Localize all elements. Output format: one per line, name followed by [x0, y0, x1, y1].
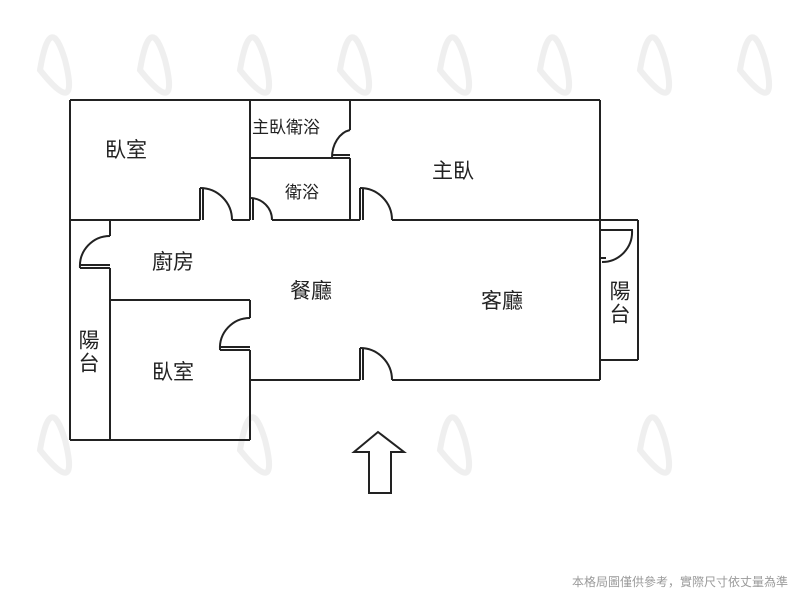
disclaimer-text: 本格局圖僅供參考，實際尺寸依丈量為準 [571, 575, 788, 589]
room-label-living: 客廳 [481, 289, 523, 313]
door-bedroom-sw [218, 316, 251, 351]
door-bedroom-nw [199, 187, 233, 221]
room-label-dining: 餐廳 [290, 279, 332, 303]
room-label-master-bedroom: 主臥 [432, 159, 474, 183]
room-label-bedroom-nw: 臥室 [105, 138, 147, 162]
room-label-balcony-west: 陽台 [76, 329, 100, 375]
up-arrow-icon [351, 430, 407, 494]
walls [69, 99, 639, 441]
door-bathroom [249, 197, 273, 221]
door-master-bedroom [359, 187, 393, 221]
door-west-balcony [78, 234, 111, 269]
doors [78, 129, 634, 381]
room-label-bedroom-sw: 臥室 [152, 360, 194, 384]
room-label-balcony-east: 陽台 [607, 280, 631, 326]
room-label-bathroom: 衛浴 [285, 183, 319, 203]
watermark [36, 34, 773, 476]
room-label-kitchen: 廚房 [152, 250, 194, 274]
door-entrance [359, 347, 393, 381]
door-master-bath [330, 129, 351, 159]
door-east-balcony [600, 229, 634, 264]
room-label-master-bath: 主臥衛浴 [252, 118, 320, 138]
